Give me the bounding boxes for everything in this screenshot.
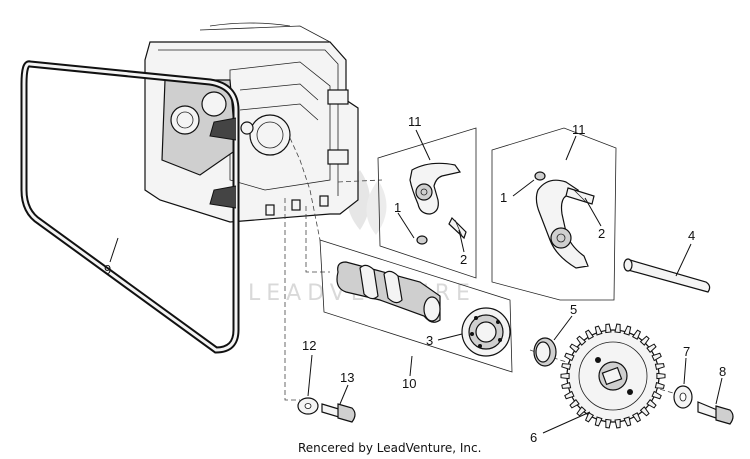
sprocket-tooth xyxy=(569,398,580,409)
valve-cover-gasket xyxy=(20,60,240,354)
callout-4: 4 xyxy=(688,228,695,243)
callout-6: 6 xyxy=(530,430,537,445)
sprocket-tooth xyxy=(560,372,570,380)
callout-8: 8 xyxy=(719,364,726,379)
callout-7: 7 xyxy=(683,344,690,359)
sprocket-bolt xyxy=(697,401,734,425)
sprocket-tooth xyxy=(561,381,572,389)
sprocket-tooth xyxy=(594,325,603,336)
timing-sprocket xyxy=(560,323,666,429)
callout-1b: 1 xyxy=(500,190,507,205)
callout-3: 3 xyxy=(426,333,433,348)
washer xyxy=(673,385,693,409)
sprocket-tooth xyxy=(656,372,666,380)
callout-11a: 11 xyxy=(408,114,422,129)
sprocket-tooth xyxy=(651,390,662,400)
sprocket-tooth xyxy=(646,398,657,409)
sprocket-tooth xyxy=(564,352,575,362)
sprocket-tooth xyxy=(605,418,612,429)
sprocket-tooth xyxy=(646,343,657,354)
sprocket-tooth xyxy=(651,352,662,362)
sprocket-tooth xyxy=(623,416,632,427)
callout-9: 9 xyxy=(104,262,111,277)
sprocket-tooth xyxy=(639,335,650,346)
callout-10: 10 xyxy=(402,376,416,391)
callout-labels: 1 2 11 1 2 11 3 4 5 6 7 8 9 10 12 13 xyxy=(104,114,726,445)
rocker-arm-box-right xyxy=(491,127,617,301)
callout-13: 13 xyxy=(340,370,354,385)
sprocket-tooth xyxy=(605,323,612,334)
sprocket-tooth xyxy=(654,381,665,389)
callout-1a: 1 xyxy=(394,200,401,215)
sprocket-tooth xyxy=(584,329,595,340)
sprocket-tooth xyxy=(631,329,642,340)
callout-5: 5 xyxy=(570,302,577,317)
cylinder-head xyxy=(144,22,359,223)
sprocket-tooth xyxy=(576,335,587,346)
cover-bolt xyxy=(321,403,356,423)
camshaft-box xyxy=(319,239,513,373)
sprocket-tooth xyxy=(594,416,603,427)
sprocket-tooth xyxy=(576,406,587,417)
sprocket-tooth xyxy=(561,363,572,371)
callout-2a: 2 xyxy=(460,252,467,267)
leader-lines xyxy=(109,129,723,434)
rocker-arm-box-left xyxy=(377,127,477,279)
sprocket-tooth xyxy=(631,412,642,423)
sprocket-tooth xyxy=(569,343,580,354)
credit-text: Rencered by LeadVenture, Inc. xyxy=(298,441,481,455)
sprocket-tooth xyxy=(564,390,575,400)
sprocket-tooth xyxy=(614,418,621,429)
spacer-bushing xyxy=(533,337,557,367)
callout-2b: 2 xyxy=(598,226,605,241)
rocker-pin xyxy=(623,258,711,293)
callout-12: 12 xyxy=(302,338,316,353)
sprocket-tooth xyxy=(584,412,595,423)
sprocket-tooth xyxy=(623,325,632,336)
sprocket-tooth xyxy=(639,406,650,417)
sprocket-tooth xyxy=(614,323,621,334)
callout-11b: 11 xyxy=(572,122,586,137)
sprocket-tooth xyxy=(654,363,665,371)
small-washer xyxy=(297,397,319,415)
